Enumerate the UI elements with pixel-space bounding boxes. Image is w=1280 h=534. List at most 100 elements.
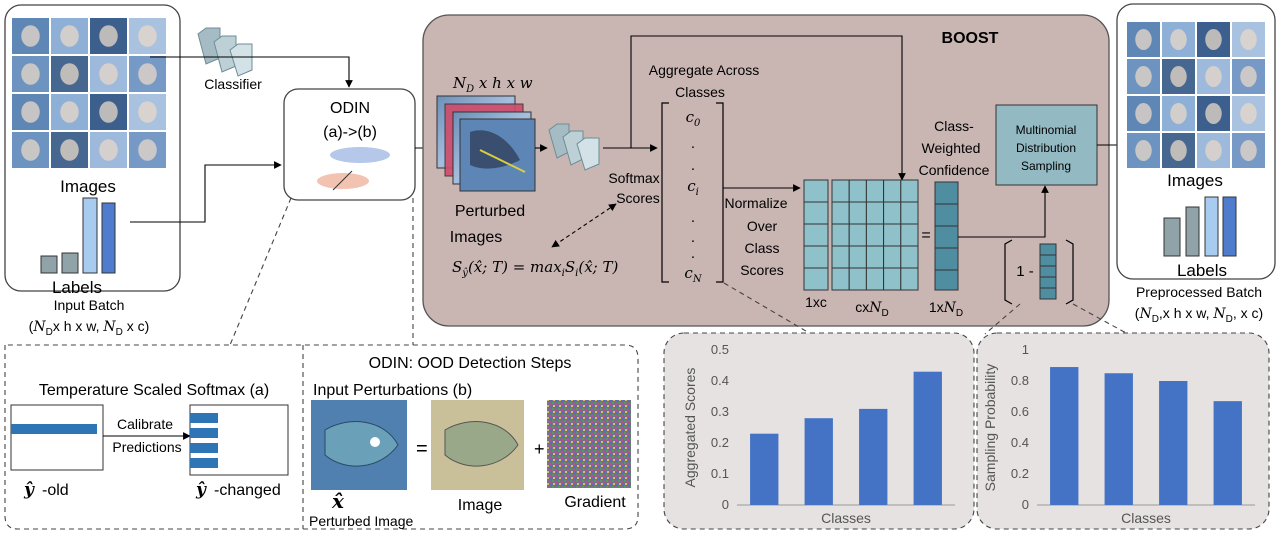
matrix-cell (883, 179, 902, 203)
odin-subtitle: (a)->(b) (323, 124, 377, 141)
matrix-cell (831, 223, 850, 247)
thumbnail-image (1127, 59, 1160, 94)
new-prediction-bar (190, 413, 218, 423)
matrix-cell (900, 201, 919, 225)
thumbnail-image (90, 18, 127, 54)
input-label-bars (40, 197, 116, 274)
matrix-cell (831, 245, 850, 269)
thumbnail-image (90, 56, 127, 92)
output-images-label: Images (1167, 171, 1223, 190)
labels-to-odin-arrow (130, 161, 282, 223)
perturbed-label-2: Images (450, 229, 502, 246)
perturb-title: Input Perturbations (b) (313, 382, 472, 399)
matrix-cell (865, 223, 885, 247)
input-batch-title: Input Batch (54, 297, 125, 313)
output-labels-label: Labels (1177, 261, 1227, 280)
matrix-cell (831, 201, 850, 225)
image-caption: Image (458, 497, 503, 514)
matrix-cell (883, 245, 902, 269)
matrix-cell (848, 267, 867, 291)
x-hat-symbol: x̂ (331, 489, 345, 513)
matrix-cell (883, 223, 902, 247)
matrix-cell (848, 201, 867, 225)
label-bar (82, 197, 98, 274)
thumbnail-image (129, 132, 166, 168)
thumbnail-image (90, 132, 127, 168)
perturb-equals: = (416, 438, 428, 460)
thumbnail-image (1232, 133, 1265, 168)
bar (1213, 401, 1242, 505)
input-batch-dims: (NDx h x w, ND x c) (29, 318, 150, 338)
y-hat-changed-symbol: ŷ (195, 480, 207, 500)
y-tick-label: 0.2 (1011, 466, 1029, 481)
x-axis-label: Classes (1121, 510, 1171, 526)
odin-steps-heading: ODIN: OOD Detection Steps (369, 355, 572, 372)
thumbnail-image (1162, 22, 1195, 57)
bar (750, 433, 779, 505)
one-minus-box: 1 - (1004, 239, 1074, 305)
thumbnail-image (1127, 133, 1160, 168)
thumbnail-image (1197, 22, 1230, 57)
confidence-to-sampling-arrow (958, 185, 1049, 238)
thumbnail-image (1162, 133, 1195, 168)
boost-panel: BOOST ND x h x w Perturbed Images Softma… (422, 14, 1110, 327)
changed-label: -changed (214, 482, 281, 499)
y-tick-label: 1 (1022, 342, 1029, 357)
calibrate-label: Calibrate (117, 416, 173, 432)
bar (1050, 367, 1079, 505)
thumbnail-image (12, 18, 49, 54)
insect-head-clean (444, 421, 519, 467)
normalize-label-0: Normalize (724, 195, 787, 211)
one-minus-bracket-right (1065, 239, 1074, 305)
input-batch-panel: Images Labels Input Batch (NDx h x w, ND… (4, 4, 181, 338)
thumbnail-image (129, 94, 166, 130)
vector-dot: . (691, 157, 695, 174)
y-tick-label: 0.4 (711, 373, 729, 388)
thumbnail-image (12, 132, 49, 168)
vector-dot: . (691, 245, 695, 262)
ood-cluster (317, 173, 369, 189)
matrix-cell (831, 267, 850, 291)
classifier-label: Classifier (204, 76, 262, 92)
one-minus-zoom-line-right (1072, 303, 1129, 335)
dim-cxnd: cxND (855, 299, 888, 319)
thumbnail-image (90, 94, 127, 130)
normalize-label-3: Scores (740, 262, 784, 278)
thumbnail-image (1197, 59, 1230, 94)
odin-zoom-line-left (229, 197, 292, 346)
y-tick-label: 0.8 (1011, 373, 1029, 388)
temp-softmax-title: Temperature Scaled Softmax (a) (39, 382, 269, 399)
matrix-cell (900, 179, 919, 203)
sampling-line-1: Distribution (1016, 141, 1076, 155)
multinomial-sampling-box: Multinomial Distribution Sampling (995, 104, 1098, 186)
old-prediction-bar (11, 424, 97, 434)
y-tick-label: 0.6 (1011, 404, 1029, 419)
thumbnail-image (51, 56, 88, 92)
one-minus-bracket-left (1004, 239, 1013, 305)
in-distribution-cluster (330, 147, 390, 163)
sampling-line-0: Multinomial (1016, 123, 1077, 137)
matrix-equals: = (921, 227, 930, 244)
normalized-column-1xc (803, 179, 829, 291)
odin-frame (283, 88, 416, 201)
thumbnail-image (129, 56, 166, 92)
insect-eye (370, 437, 380, 447)
thumbnail-image (51, 18, 88, 54)
new-prediction-bar (190, 443, 218, 453)
thumbnail-image (1127, 96, 1160, 131)
class-weighted-1: Weighted (922, 140, 981, 156)
perturbed-image-detail (479, 149, 526, 173)
y-axis-label: Aggregated Scores (682, 368, 698, 488)
label-bar (40, 255, 58, 274)
vector-ci: ci (687, 177, 699, 198)
matrix-cell (865, 179, 885, 203)
matrix-cell (865, 201, 885, 225)
softmax-label-2: Scores (616, 190, 660, 206)
old-label: -old (42, 482, 69, 499)
bar (804, 418, 833, 505)
normalize-label-1: Over (747, 218, 778, 234)
thumbnail-image (12, 94, 49, 130)
weight-matrix-cxnd (831, 179, 919, 291)
thumbnail-image (1232, 59, 1265, 94)
